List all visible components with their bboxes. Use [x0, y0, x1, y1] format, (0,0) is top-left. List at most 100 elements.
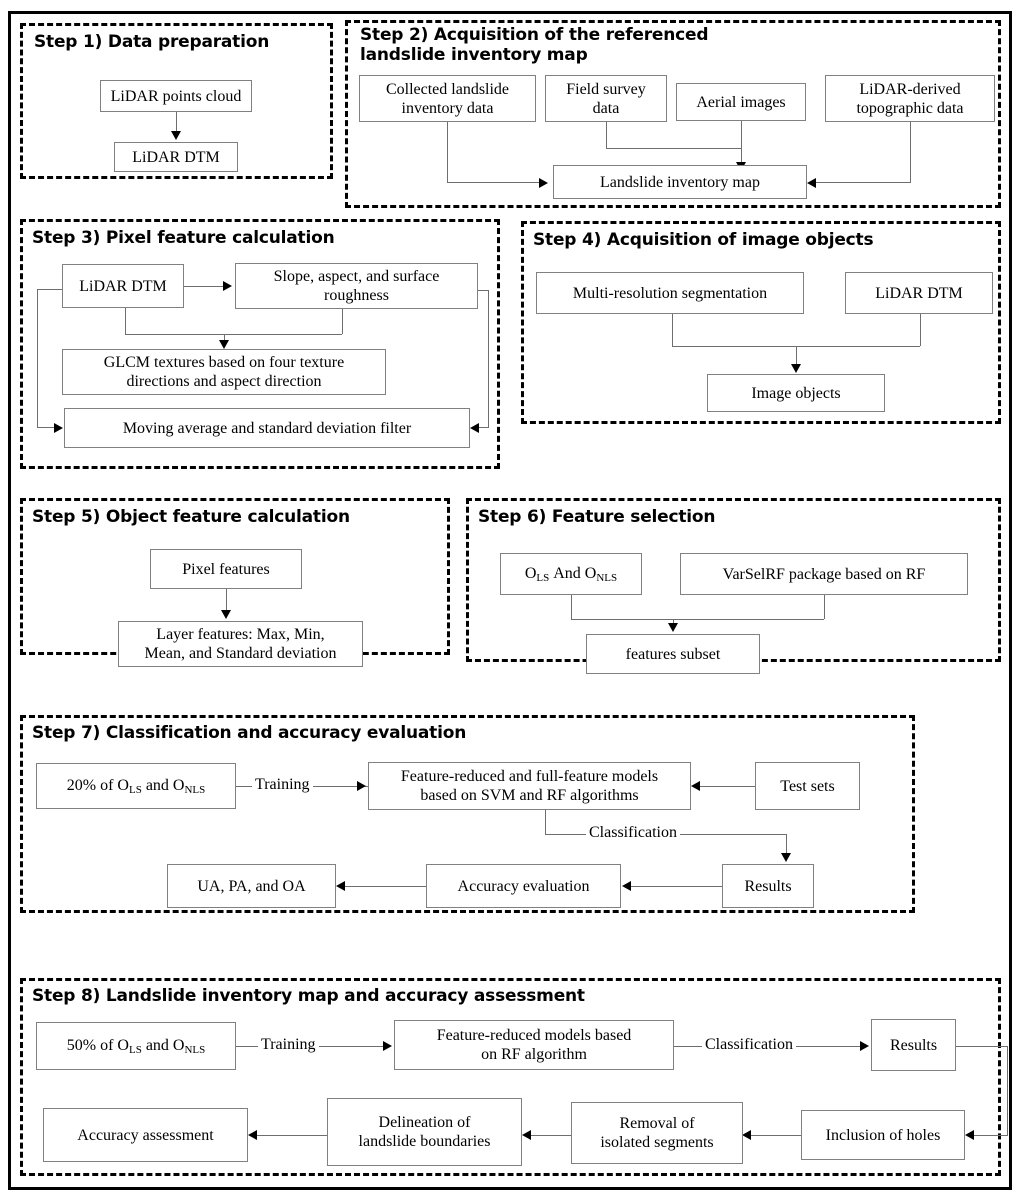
- node-landslide-inventory-map[interactable]: Landslide inventory map: [553, 165, 807, 199]
- node-test-sets[interactable]: Test sets: [755, 762, 860, 810]
- connector-s3-h5: [478, 290, 488, 291]
- arrowhead-s3-a4: [470, 423, 479, 433]
- connector-s1-v1: [176, 112, 177, 134]
- node-removal-of-isolated-segments[interactable]: Removal of isolated segments: [571, 1102, 743, 1164]
- connector-s3-h3: [37, 289, 62, 290]
- step-6-title: Step 6) Feature selection: [478, 507, 716, 527]
- step-7-title: Step 7) Classification and accuracy eval…: [32, 723, 467, 743]
- step-3-container: [20, 219, 500, 469]
- connector-s3-h4: [37, 427, 55, 428]
- connector-s8-v1: [1007, 1046, 1008, 1135]
- node-slope-aspect-roughness[interactable]: Slope, aspect, and surface roughness: [235, 263, 478, 309]
- arrowhead-s3-a2: [219, 340, 229, 349]
- edge-label-classification-step7: Classification: [586, 824, 680, 842]
- step-4-title: Step 4) Acquisition of image objects: [533, 230, 874, 250]
- connector-s2-v4: [741, 148, 742, 165]
- node-features-subset[interactable]: features subset: [586, 634, 760, 674]
- connector-s4-v2: [920, 314, 921, 346]
- arrowhead-s6-a1: [668, 623, 678, 632]
- node-label-ols-onls: OLS And ONLS: [524, 564, 618, 584]
- arrowhead-s3-a3: [54, 423, 63, 433]
- node-varselrf-package[interactable]: VarSelRF package based on RF: [680, 553, 968, 595]
- node-20pct-ols-onls[interactable]: 20% of OLS and ONLS: [36, 763, 236, 809]
- node-inclusion-of-holes[interactable]: Inclusion of holes: [801, 1110, 965, 1160]
- node-ols-and-onls-step6[interactable]: OLS And ONLS: [500, 553, 642, 595]
- connector-s5-v1: [226, 589, 227, 613]
- connector-s3-v4: [37, 289, 38, 427]
- connector-s8-h5: [751, 1135, 801, 1136]
- step-8-container: [20, 978, 1001, 1176]
- node-field-survey-data[interactable]: Field survey data: [545, 75, 667, 122]
- node-accuracy-assessment[interactable]: Accuracy assessment: [43, 1108, 248, 1162]
- step-2-title: Step 2) Acquisition of the referenced la…: [360, 25, 709, 65]
- connector-s3-h6: [479, 427, 489, 428]
- node-moving-average-filter[interactable]: Moving average and standard deviation fi…: [64, 408, 470, 448]
- edge-label-training-step7: Training: [252, 776, 313, 794]
- step-1-container: [20, 23, 333, 179]
- node-label-50pct: 50% of OLS and ONLS: [66, 1036, 206, 1056]
- node-lidar-dtm-step4[interactable]: LiDAR DTM: [845, 272, 993, 314]
- connector-s8-h6: [531, 1135, 571, 1136]
- connector-s7-h5: [345, 886, 426, 887]
- connector-s8-h3: [956, 1046, 1008, 1047]
- node-lidar-derived-topographic-data[interactable]: LiDAR-derived topographic data: [825, 75, 995, 122]
- connector-s8-h7: [257, 1135, 327, 1136]
- arrowhead-s8-a2: [860, 1041, 869, 1051]
- step-8-title: Step 8) Landslide inventory map and accu…: [32, 986, 585, 1006]
- connector-s2-v3: [741, 121, 742, 148]
- connector-s7-v2: [786, 834, 787, 856]
- arrowhead-s8-a3: [965, 1130, 974, 1140]
- connector-s7-h4: [631, 886, 722, 887]
- node-pixel-features[interactable]: Pixel features: [150, 549, 302, 589]
- arrowhead-s5-a1: [221, 610, 231, 619]
- node-delineation-of-landslide-boundaries[interactable]: Delineation of landslide boundaries: [327, 1098, 522, 1166]
- node-lidar-dtm-step1[interactable]: LiDAR DTM: [114, 142, 238, 172]
- node-feature-reduced-models-rf[interactable]: Feature-reduced models based on RF algor…: [394, 1020, 674, 1070]
- connector-s7-v1: [545, 810, 546, 834]
- connector-s6-v2: [824, 595, 825, 619]
- arrowhead-s1-a1: [171, 131, 181, 140]
- node-results-step8[interactable]: Results: [871, 1019, 956, 1071]
- arrowhead-s8-a1: [383, 1041, 392, 1051]
- node-lidar-points-cloud[interactable]: LiDAR points cloud: [100, 80, 252, 112]
- arrowhead-s8-a4: [742, 1130, 751, 1140]
- arrowhead-s7-a4: [622, 881, 631, 891]
- arrowhead-s7-a3: [781, 853, 791, 862]
- node-lidar-dtm-step3[interactable]: LiDAR DTM: [62, 264, 184, 308]
- node-collected-landslide-inventory-data[interactable]: Collected landslide inventory data: [359, 75, 536, 122]
- connector-s6-h1: [571, 619, 824, 620]
- connector-s3-v5: [488, 290, 489, 427]
- connector-s7-h2: [700, 786, 755, 787]
- step-7-container: [20, 715, 915, 913]
- node-results-step7[interactable]: Results: [722, 864, 814, 908]
- node-layer-features[interactable]: Layer features: Max, Min, Mean, and Stan…: [118, 621, 363, 667]
- edge-label-classification-step8: Classification: [702, 1036, 796, 1054]
- arrowhead-s4-a1: [791, 364, 801, 373]
- step-3-title: Step 3) Pixel feature calculation: [32, 228, 335, 248]
- node-glcm-textures[interactable]: GLCM textures based on four texture dire…: [62, 349, 386, 395]
- node-accuracy-evaluation[interactable]: Accuracy evaluation: [426, 864, 621, 908]
- connector-s6-v1: [571, 595, 572, 619]
- connector-s2-h1: [447, 182, 539, 183]
- connector-s2-h3: [816, 182, 911, 183]
- arrowhead-s7-a1: [357, 781, 366, 791]
- arrowhead-s3-a1: [223, 281, 232, 291]
- node-feature-reduced-full-feature-models[interactable]: Feature-reduced and full-feature models …: [368, 762, 691, 810]
- connector-s3-v1: [125, 308, 126, 334]
- connector-s2-v1: [447, 122, 448, 182]
- node-50pct-ols-onls[interactable]: 50% of OLS and ONLS: [36, 1022, 236, 1070]
- connector-s3-v2: [342, 309, 343, 334]
- connector-s3-h1: [184, 286, 224, 287]
- node-ua-pa-oa[interactable]: UA, PA, and OA: [167, 864, 336, 908]
- arrowhead-s7-a5: [336, 881, 345, 891]
- step-2-container: [345, 20, 1001, 208]
- connector-s4-v1: [672, 314, 673, 346]
- outer-frame: [8, 11, 1012, 1190]
- arrowhead-s7-a2: [691, 781, 700, 791]
- node-aerial-images[interactable]: Aerial images: [676, 83, 806, 121]
- step-5-title: Step 5) Object feature calculation: [32, 507, 350, 527]
- node-multi-resolution-segmentation[interactable]: Multi-resolution segmentation: [536, 272, 804, 314]
- connector-s2-v2: [606, 122, 607, 148]
- node-image-objects[interactable]: Image objects: [707, 374, 885, 412]
